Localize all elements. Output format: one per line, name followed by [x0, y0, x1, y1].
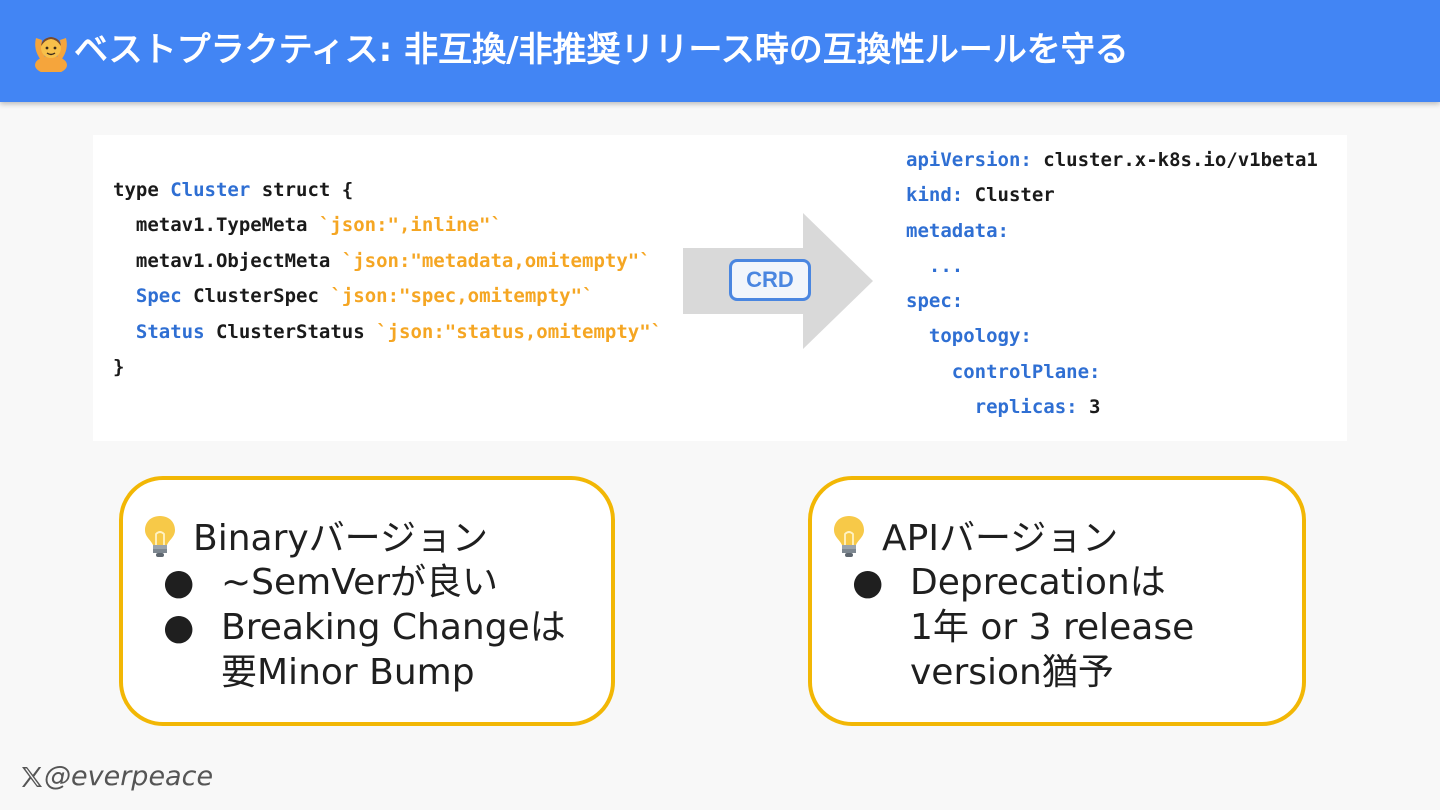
binary-version-list: ●~SemVerが良い ●Breaking Changeは要Minor Bump [163, 560, 566, 695]
code-line: type Cluster struct { [113, 179, 354, 201]
page-title: ベストプラクティス: 非互換/非推奨リリース時の互換性ルールを守る [74, 30, 1129, 70]
slide-header: ベストプラクティス: 非互換/非推奨リリース時の互換性ルールを守る [0, 0, 1440, 102]
crd-badge: CRD [729, 259, 811, 301]
light-bulb-icon [145, 516, 175, 557]
code-line: spec: [906, 290, 964, 313]
code-line: metav1.ObjectMeta `json:"metadata,omitem… [113, 249, 651, 272]
card-title: Binaryバージョン [143, 514, 488, 562]
crd-yaml-code: apiVersion: cluster.x-k8s.io/v1beta1 kin… [906, 143, 1318, 425]
code-line: Spec ClusterSpec `json:"spec,omitempty"` [135, 285, 594, 308]
go-struct-code: type Cluster struct { metav1.TypeMeta `j… [113, 173, 662, 385]
code-line: apiVersion: cluster.x-k8s.io/v1beta1 [906, 149, 1318, 171]
binary-version-card: Binaryバージョン ●~SemVerが良い ●Breaking Change… [119, 476, 615, 726]
code-line: replicas: 3 [906, 396, 1101, 419]
code-comparison-panel: type Cluster struct { metav1.TypeMeta `j… [93, 135, 1347, 441]
code-line: metav1.TypeMeta `json:",inline"` [113, 214, 502, 237]
code-line: controlPlane: [906, 360, 1101, 383]
list-item: ●~SemVerが良い [163, 562, 499, 603]
x-logo-icon [22, 767, 42, 787]
light-bulb-icon [834, 516, 864, 557]
list-item: ●Breaking Changeは要Minor Bump [163, 607, 566, 693]
code-line: kind: Cluster [906, 184, 1055, 207]
person-gesturing-ok-icon [35, 37, 67, 72]
code-line: ... [906, 254, 964, 277]
code-line: metadata: [906, 219, 1009, 242]
code-line: Status ClusterStatus `json:"status,omite… [135, 320, 663, 343]
card-title: APIバージョン [832, 514, 1118, 562]
author-handle[interactable]: @everpeace [44, 761, 214, 792]
code-line: topology: [906, 325, 1032, 348]
code-line: } [113, 355, 125, 378]
